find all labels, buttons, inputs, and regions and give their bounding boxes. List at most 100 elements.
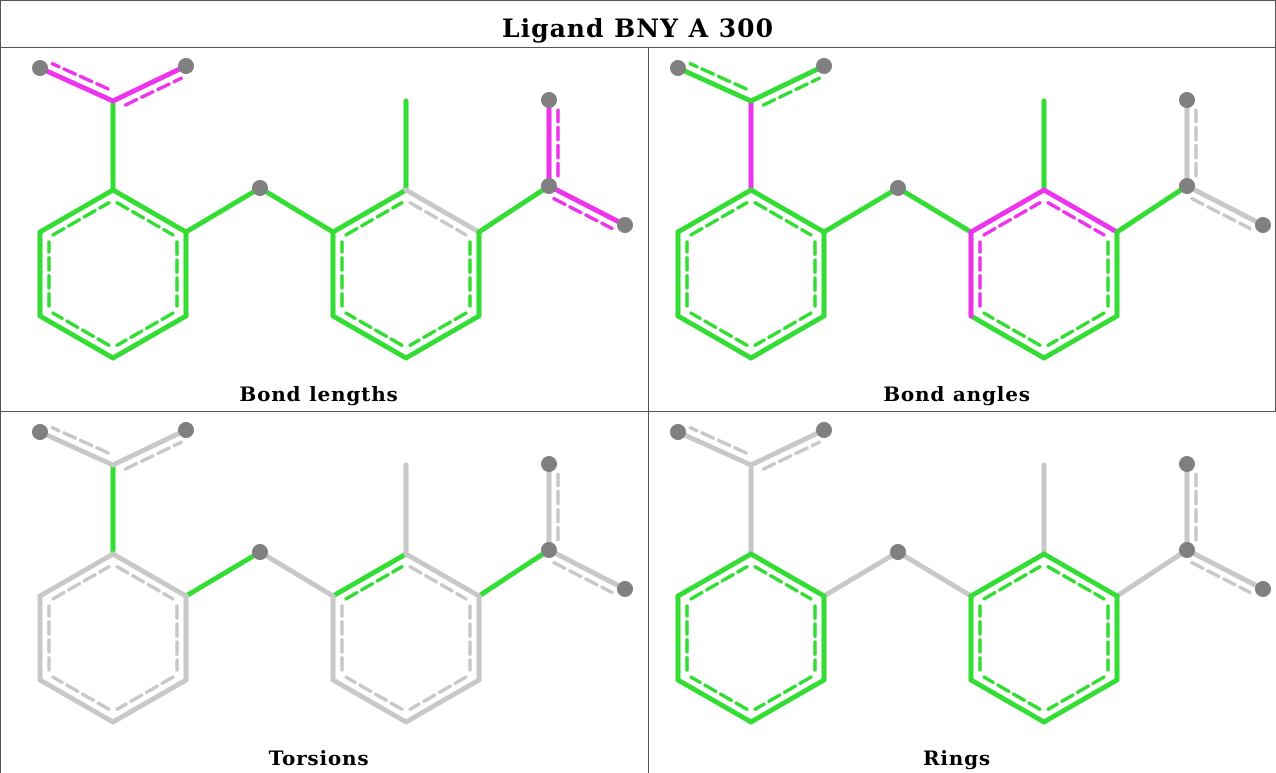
bond-b5 [403,551,482,599]
aromatic-dash-m4 [50,62,110,91]
bond-b3x [403,677,482,725]
bond-l3 [895,549,974,599]
panel-caption: Bond angles [883,382,1031,406]
bond-l3 [895,185,974,235]
aromatic-dash-m3 [1190,560,1252,595]
aromatic-dash-m5 [761,440,821,471]
bond-l2 [183,549,263,599]
panel-caption: Torsions [268,746,370,770]
atom-c2 [670,424,686,440]
aromatic-dash-m4 [688,62,748,91]
panel-caption: Rings [922,746,991,770]
left-border [0,0,1,773]
bond-m5 [748,427,827,468]
aromatic-dash-r1f [689,565,749,601]
aromatic-dash-m4 [688,426,748,455]
aromatic-dash-b1 [982,565,1042,601]
bond-r1c [110,313,189,361]
bond-m4 [37,429,116,468]
bond-b3x [1041,677,1120,725]
atom-c6 [1255,581,1271,597]
bond-l4 [1114,547,1190,599]
bond-b4x [968,677,1047,725]
aromatic-dash-r1d [689,311,749,347]
atom-o [252,180,268,196]
bond-r1c [748,677,827,725]
aromatic-dash-b3x [408,311,468,347]
aromatic-dash-r1d [689,675,749,711]
aromatic-dash-r1d [51,675,111,711]
atom-c5 [541,456,557,472]
bond-b1 [968,551,1047,599]
bond-r1d [675,313,754,361]
bond-m5 [748,63,827,104]
bond-b3x [403,313,482,361]
atom-c5 [1179,92,1195,108]
aromatic-dash-b3x [408,675,468,711]
bond-l2 [821,185,901,235]
aromatic-dash-b1 [344,201,404,237]
bond-r1c [748,313,827,361]
atom-c3 [816,422,832,438]
atom-o [890,180,906,196]
bond-r1a [110,187,189,235]
bond-b5 [1041,551,1120,599]
atom-c3 [178,58,194,74]
bond-r1a [110,551,189,599]
aromatic-dash-r1c [115,311,175,347]
aromatic-dash-r1a [753,565,813,601]
figure-title: Ligand BNY A 300 [502,14,774,43]
atom-c5 [541,92,557,108]
atom-c4 [1179,178,1195,194]
aromatic-dash-b5 [408,565,468,601]
atom-c3 [816,58,832,74]
atom-o [252,544,268,560]
bond-m4 [37,65,116,104]
aromatic-dash-b5 [408,201,468,237]
atom-c2 [32,60,48,76]
aromatic-dash-m3 [1190,196,1252,231]
bond-r1f [675,187,754,235]
aromatic-dash-r1a [753,201,813,237]
bond-b3x [1041,313,1120,361]
bond-m3 [1184,183,1266,228]
aromatic-dash-m5 [761,76,821,107]
molecule-torsions [32,422,633,725]
aromatic-dash-r1d [51,311,111,347]
atom-c2 [670,60,686,76]
bond-m3 [546,547,628,592]
bond-b5 [1041,187,1120,235]
atom-c6 [1255,217,1271,233]
atom-c2 [32,424,48,440]
bond-r1d [37,677,116,725]
aromatic-dash-r1c [753,675,813,711]
bond-b1 [968,187,1047,235]
aromatic-dash-b4x [344,311,404,347]
aromatic-dash-r1a [115,201,175,237]
atom-o [890,544,906,560]
atom-c3 [178,422,194,438]
bond-m3 [546,183,628,228]
aromatic-dash-m5 [123,440,183,471]
atom-c4 [541,178,557,194]
bond-r1f [37,187,116,235]
bond-b4x [330,313,409,361]
aromatic-dash-b1 [344,565,404,601]
bond-r1d [675,677,754,725]
aromatic-dash-m4 [50,426,110,455]
bond-l4 [1114,183,1190,235]
atom-c6 [617,581,633,597]
aromatic-dash-r1a [115,565,175,601]
aromatic-dash-r1c [753,311,813,347]
molecule-rings [670,422,1271,725]
aromatic-dash-r1f [51,201,111,237]
bond-r1f [37,551,116,599]
panel-torsions: Torsions [1,412,637,772]
aromatic-dash-b1 [982,201,1042,237]
bond-m4 [675,65,754,104]
aromatic-dash-b3x [1046,311,1106,347]
bond-m5 [110,63,189,104]
aromatic-dash-m3 [552,560,614,595]
bond-r1a [748,187,827,235]
